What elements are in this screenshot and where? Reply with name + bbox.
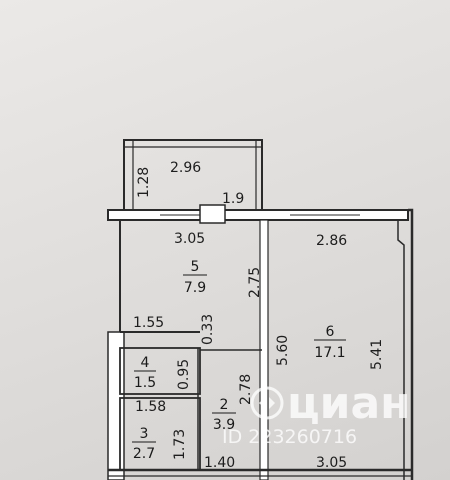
watermark: циан ID 223260716 [222, 378, 411, 448]
dim-corridor-bottom: 1.40 [204, 455, 235, 471]
dim-room-width-top: 2.86 [316, 233, 347, 249]
room-label-4: 4 1.5 [134, 355, 156, 391]
dim-room-width-bottom: 3.05 [316, 455, 347, 471]
dim-room-depth: 5.60 [275, 335, 291, 366]
room-area: 2.7 [133, 446, 155, 462]
room-number: 5 [191, 259, 200, 275]
watermark-brand: циан [287, 378, 411, 429]
dim-hall-lower-depth: 2.78 [238, 374, 254, 405]
room-area: 7.9 [184, 280, 206, 296]
room-area: 17.1 [314, 345, 345, 361]
dim-balcony-depth: 1.28 [136, 167, 152, 198]
dim-room-depth-outer: 5.41 [369, 339, 385, 370]
room-area: 3.9 [213, 417, 235, 433]
dim-wc-depth: 0.95 [176, 359, 192, 390]
dim-kitchen-width: 3.05 [174, 231, 205, 247]
room-label-2: 2 3.9 [212, 397, 236, 433]
room-number: 6 [326, 324, 335, 340]
dim-balcony-width: 2.96 [170, 160, 201, 176]
balcony-door [199, 204, 226, 224]
dim-kitchen-depth: 2.75 [247, 267, 263, 298]
dim-bath-width: 1.58 [135, 399, 166, 415]
dim-balcony-inner: 1.9 [222, 191, 244, 207]
room-number: 3 [140, 426, 149, 442]
room-number: 2 [220, 397, 229, 413]
top-exterior-wall [107, 209, 409, 221]
room-label-6: 6 17.1 [314, 324, 346, 361]
right-inner-wall [397, 220, 405, 480]
dim-hall-depth: 0.33 [200, 314, 216, 345]
cian-logo-icon [250, 386, 284, 420]
walls [107, 139, 414, 480]
wc-walls [119, 347, 201, 395]
watermark-id: ID 223260716 [222, 426, 357, 448]
room-label-3: 3 2.7 [132, 426, 156, 462]
room-number: 4 [141, 355, 150, 371]
dim-hall-left: 1.55 [133, 315, 164, 331]
room-area: 1.5 [134, 375, 156, 391]
left-wall-lower [107, 331, 125, 480]
room-label-5: 5 7.9 [183, 259, 207, 296]
dim-bath-depth: 1.73 [172, 429, 188, 460]
right-exterior-wall [408, 208, 414, 480]
